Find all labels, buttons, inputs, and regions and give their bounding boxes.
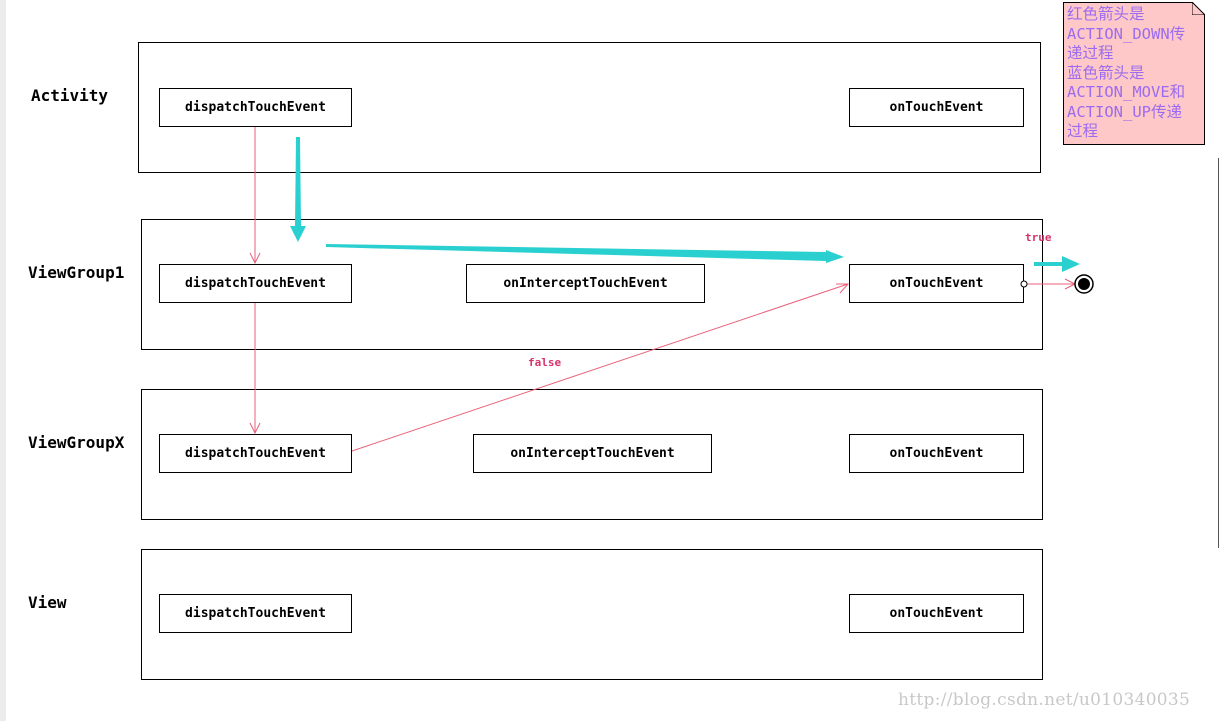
viewgroup1-on-touch-event: onTouchEvent xyxy=(849,264,1024,303)
viewgroupx-on-touch-event: onTouchEvent xyxy=(849,434,1024,473)
layer-label-activity: Activity xyxy=(31,86,109,105)
layer-label-viewgroup1: ViewGroup1 xyxy=(28,263,125,282)
note-fold-icon xyxy=(1192,2,1205,15)
end-state-icon xyxy=(1074,274,1094,294)
viewgroupx-dispatch-touch-event: dispatchTouchEvent xyxy=(159,434,352,473)
activity-on-touch-event: onTouchEvent xyxy=(849,88,1024,127)
layer-label-view: View xyxy=(28,593,67,612)
layer-label-viewgroupx: ViewGroupX xyxy=(28,433,125,452)
watermark: http://blog.csdn.net/u010340035 xyxy=(898,690,1191,710)
viewgroup1-dispatch-touch-event: dispatchTouchEvent xyxy=(159,264,352,303)
down-arrow-head-4 xyxy=(1064,278,1077,290)
flow-label-false: false xyxy=(528,356,562,369)
activity-dispatch-touch-event: dispatchTouchEvent xyxy=(159,88,352,127)
view-dispatch-touch-event: dispatchTouchEvent xyxy=(159,594,352,633)
flow-label-true: true xyxy=(1025,231,1052,244)
view-on-touch-event: onTouchEvent xyxy=(849,594,1024,633)
viewgroupx-on-intercept-touch-event: onInterceptTouchEvent xyxy=(473,434,712,473)
viewgroup1-on-intercept-touch-event: onInterceptTouchEvent xyxy=(466,264,705,303)
legend-note: 红色箭头是 ACTION_DOWN传 递过程 蓝色箭头是 ACTION_MOVE… xyxy=(1063,2,1205,145)
left-edge-strip xyxy=(0,0,6,721)
right-edge-line xyxy=(1218,158,1219,548)
